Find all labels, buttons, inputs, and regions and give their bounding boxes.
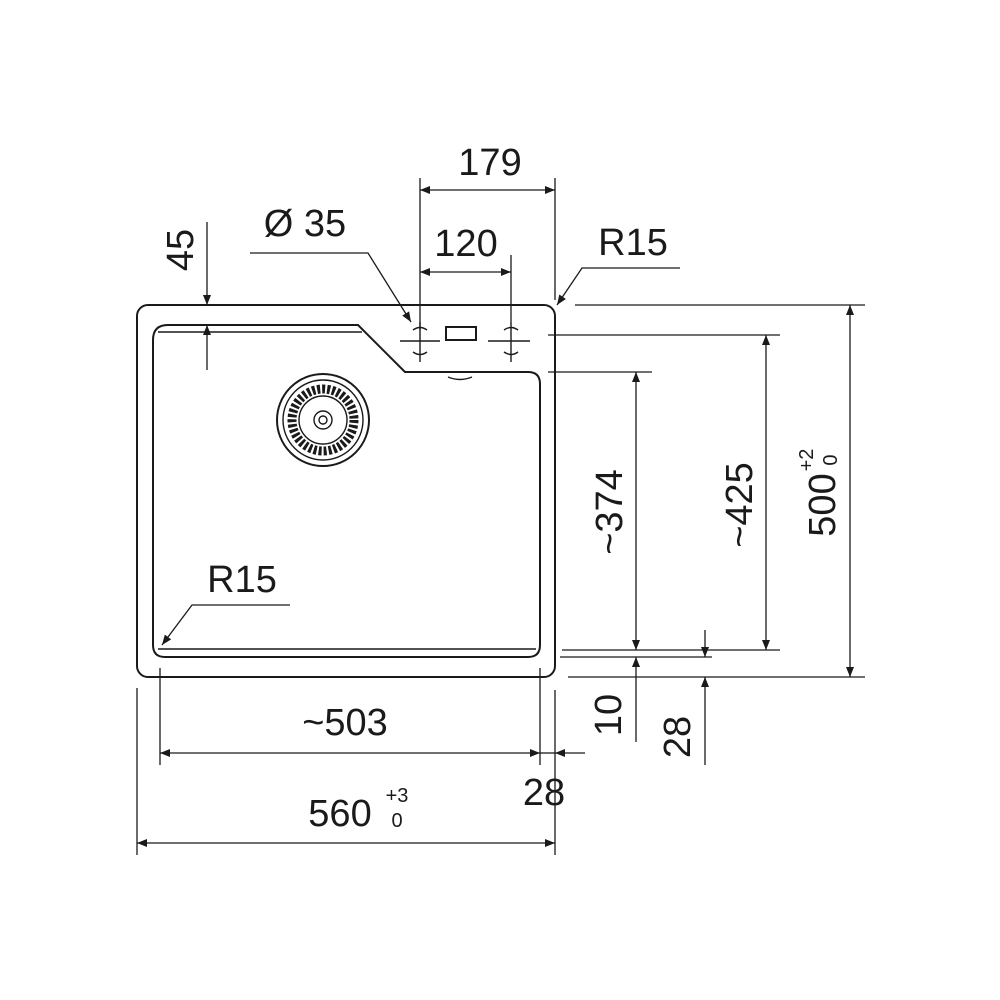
- dim-rim-top: 45: [160, 229, 202, 271]
- dim-bowl-depth-long: ~425: [719, 462, 761, 548]
- dim-corner-radius-outer: R15: [598, 222, 668, 264]
- leader-radius-outer: [556, 267, 680, 306]
- overflow-slot: [447, 376, 473, 381]
- dim-bottom-rim-outer: 28: [657, 716, 699, 758]
- dim-overall-width-tol-plus: +3: [386, 785, 409, 807]
- soap-slot: [445, 326, 477, 341]
- dim-overall-depth-tol-plus: +2: [796, 449, 818, 472]
- leader-hole-diameter: [250, 252, 412, 323]
- dim-corner-radius-inner: R15: [207, 559, 277, 601]
- dim-hole-diameter: Ø 35: [264, 203, 346, 245]
- dim-tap-span: 179: [458, 142, 521, 184]
- dim-bowl-width: ~503: [302, 702, 388, 744]
- dim-bowl-depth-short: ~374: [589, 469, 631, 555]
- dim-tap-spacing: 120: [434, 223, 497, 265]
- leader-radius-inner: [161, 604, 290, 646]
- dim-overall-depth: 500: [802, 473, 844, 536]
- sink-outer-outline: [136, 304, 556, 678]
- dim-bottom-rim-inner: 10: [588, 694, 630, 736]
- dim-overall-width: 560: [308, 793, 371, 835]
- drain-strainer-icon: [276, 373, 370, 467]
- bowl-outline: [152, 324, 541, 658]
- dim-overall-depth-tol-minus: 0: [820, 454, 842, 465]
- tap-hole-right-icon: [488, 322, 530, 362]
- dim-side-rim: 28: [523, 772, 565, 814]
- bowl-top-edge: [158, 331, 536, 650]
- dim-overall-width-tol-minus: 0: [391, 810, 402, 832]
